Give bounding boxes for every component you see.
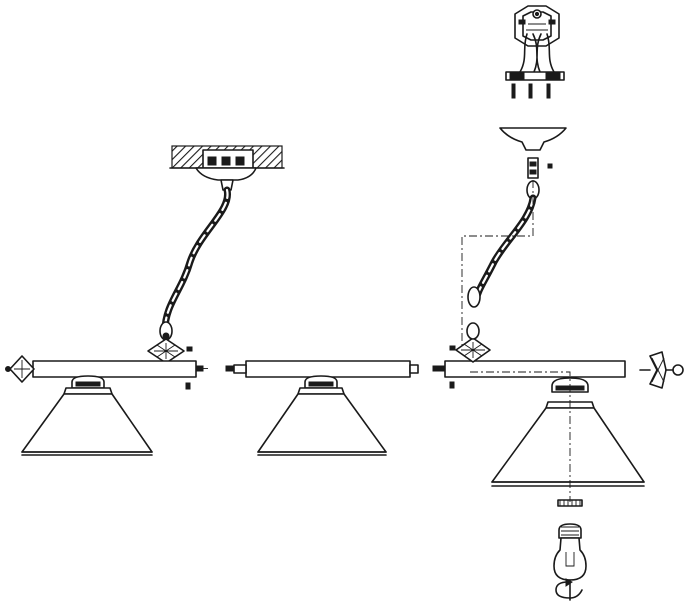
diamond-connector: [147, 338, 193, 364]
crossbar-middle: [225, 360, 419, 378]
light-bulb-icon: [553, 523, 587, 581]
chain-assembled: [159, 186, 231, 341]
canopy-exploded: [499, 127, 567, 179]
assembly-guide-lines: [461, 180, 571, 502]
end-finial: [639, 351, 684, 389]
rotation-arrow-icon: [555, 578, 583, 601]
chain-exploded: [467, 180, 540, 308]
mounting-bracket: [505, 5, 565, 99]
ceiling-canopy-assembled: [169, 145, 285, 191]
diamond-connector: [449, 322, 491, 363]
crossbar-right: [432, 351, 684, 389]
lamp-shade-left: [21, 375, 153, 456]
lamp-shade-middle: [257, 375, 387, 456]
lamp-shade-right-exploded: [491, 377, 645, 507]
crossbar-left: [5, 355, 208, 390]
